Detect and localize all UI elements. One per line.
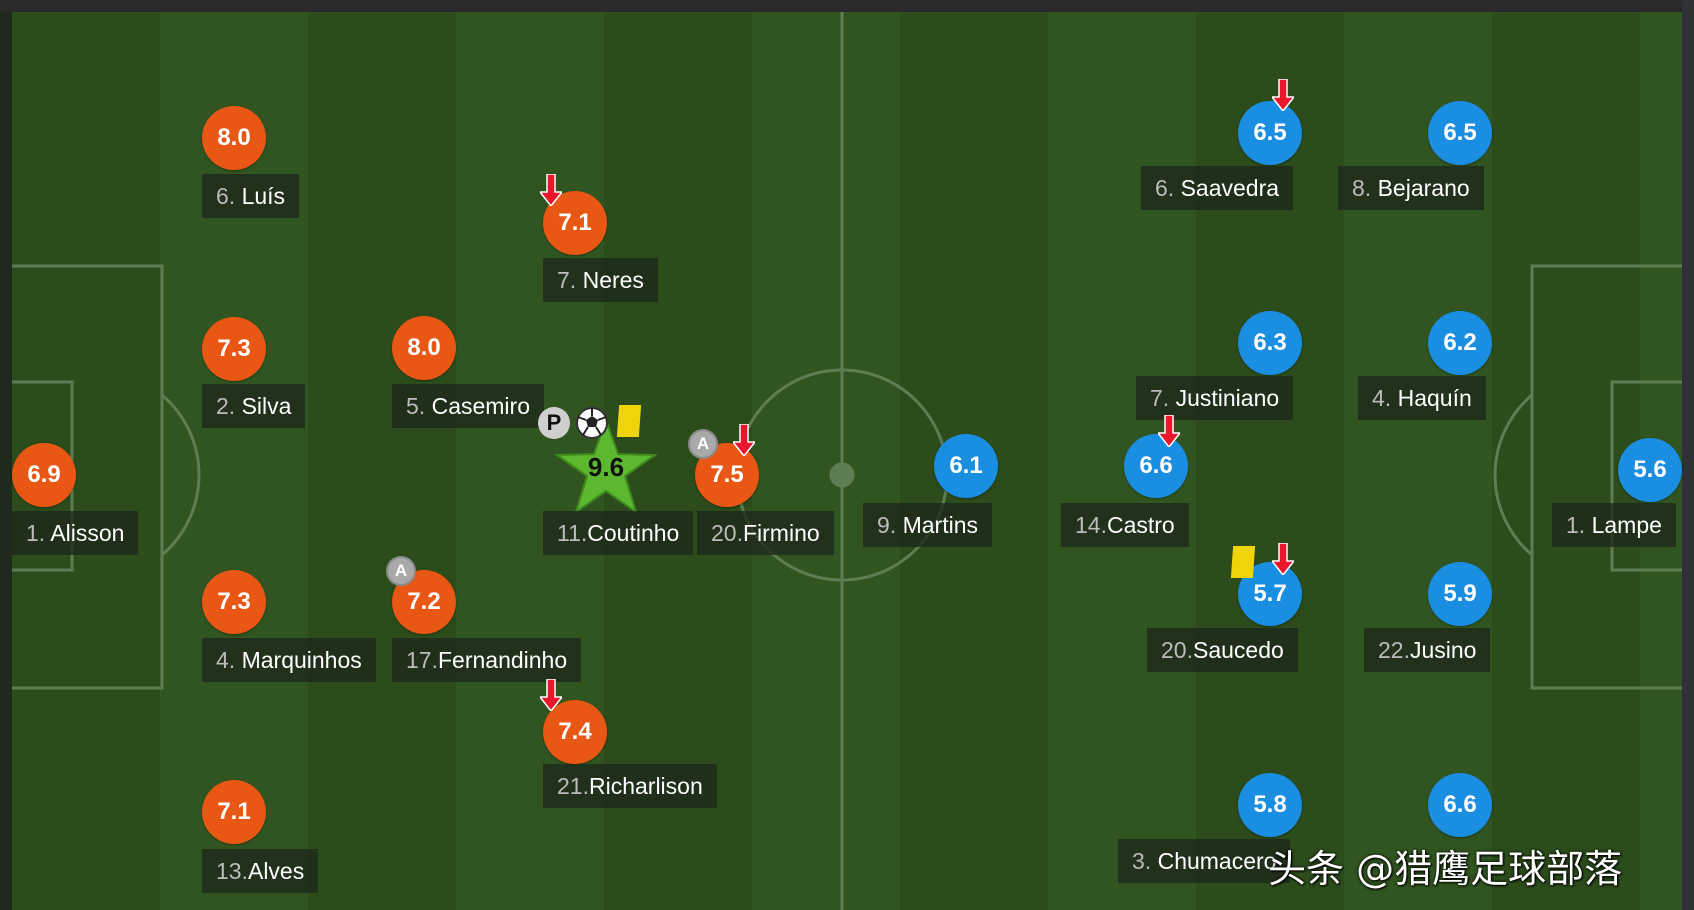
player-rating: 8.0 <box>202 106 266 170</box>
penalty-icon: P <box>538 407 570 439</box>
player-rating: 6.6 <box>1124 434 1188 498</box>
right-edge <box>1682 0 1694 910</box>
player-name-label: 22.Jusino <box>1364 628 1491 672</box>
sub-off-arrow-icon <box>1272 543 1294 575</box>
player-rating: 6.5 <box>1428 101 1492 165</box>
goal-ball-icon <box>576 407 608 439</box>
sub-off-arrow-icon <box>540 174 562 206</box>
sub-off-arrow-icon <box>540 679 562 711</box>
player-name-label: 14.Castro <box>1061 503 1189 547</box>
player-name-label: 20.Saucedo <box>1147 628 1298 672</box>
player-name-label: 4. Marquinhos <box>202 638 376 682</box>
player-rating: 8.0 <box>392 316 456 380</box>
sub-off-arrow-icon <box>1158 415 1180 447</box>
man-of-the-match-star-icon <box>554 418 658 514</box>
yellow-card-icon <box>616 405 642 437</box>
player-name-label: 20.Firmino <box>697 511 834 555</box>
player-rating: 6.9 <box>12 443 76 507</box>
player-name-label: 11.Coutinho <box>543 511 694 555</box>
player-name-label: 4. Haquín <box>1358 376 1486 420</box>
player-rating: 6.1 <box>934 434 998 498</box>
player-name-label: 7. Neres <box>543 258 658 302</box>
player-rating: 6.3 <box>1238 311 1302 375</box>
sub-off-arrow-icon <box>1272 79 1294 111</box>
player-name-label: 9. Martins <box>863 503 992 547</box>
player-name-label: 8. Bejarano <box>1338 166 1484 210</box>
captain-icon: A <box>688 429 718 459</box>
sub-off-arrow-icon <box>733 424 755 456</box>
player-rating: 7.1 <box>202 780 266 844</box>
player-name-label: 17.Fernandinho <box>392 638 582 682</box>
toutiao-watermark: 头条 @猎鹰足球部落 <box>1268 847 1623 891</box>
player-rating: 9.6 <box>587 452 625 482</box>
player-rating: 6.6 <box>1428 773 1492 837</box>
captain-icon: A <box>386 556 416 586</box>
player-name-label: 13.Alves <box>202 849 319 893</box>
player-rating: 6.5 <box>1238 101 1302 165</box>
player-rating: 7.4 <box>543 700 607 764</box>
player-name-label: 6. Saavedra <box>1141 166 1294 210</box>
yellow-card-icon <box>1230 546 1256 578</box>
player-name-label: 1. Alisson <box>12 511 139 555</box>
player-rating: 7.3 <box>202 317 266 381</box>
player-name-label: 2. Silva <box>202 384 306 428</box>
player-name-label: 7. Justiniano <box>1136 376 1294 420</box>
player-rating: 7.3 <box>202 570 266 634</box>
player-name-label: 3. Chumacero <box>1118 839 1291 883</box>
player-name-label: 6. Luís <box>202 174 300 218</box>
left-edge <box>0 12 12 910</box>
player-rating: 6.2 <box>1428 311 1492 375</box>
player-rating: 5.8 <box>1238 773 1302 837</box>
player-name-label: 21.Richarlison <box>543 764 717 808</box>
top-bar <box>0 0 1694 12</box>
player-rating: 5.6 <box>1618 438 1682 502</box>
football-field <box>12 12 1682 910</box>
player-rating: 5.9 <box>1428 562 1492 626</box>
player-name-label: 1. Lampe <box>1552 503 1676 547</box>
player-name-label: 5. Casemiro <box>392 384 544 428</box>
